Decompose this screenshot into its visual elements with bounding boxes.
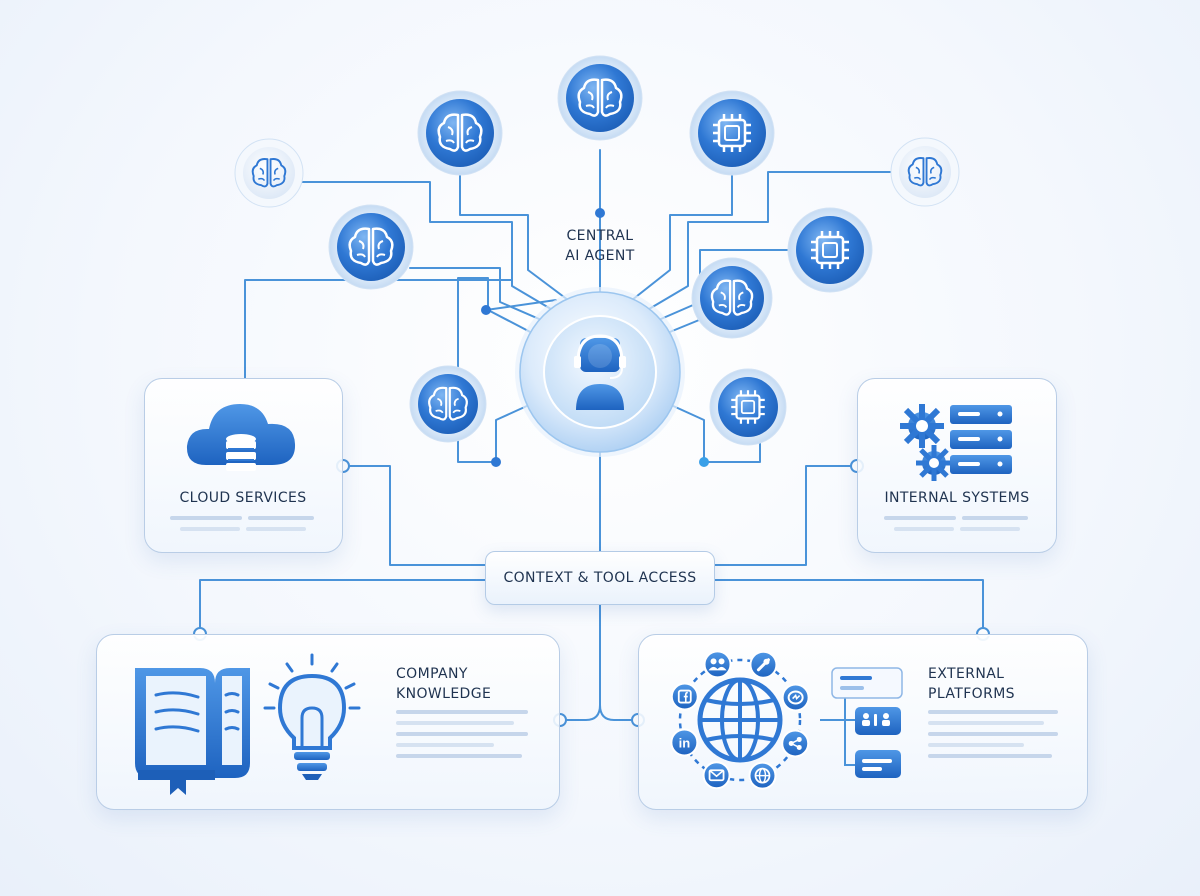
brain-icon	[577, 78, 623, 117]
cloud-services-panel[interactable]	[144, 378, 343, 553]
network-connectors	[199, 149, 984, 721]
satellite-node[interactable]	[328, 204, 414, 290]
dot	[491, 457, 501, 467]
chip-icon	[713, 114, 751, 152]
dot	[699, 457, 709, 467]
context-tool-access-hub[interactable]: CONTEXT & TOOL ACCESS	[485, 551, 715, 605]
connector-cloud-hub	[342, 465, 486, 566]
chip-icon	[731, 390, 765, 424]
connector-left-brain	[409, 267, 547, 323]
connector-hub-knowledge-side	[559, 604, 601, 721]
brain-icon	[907, 157, 943, 187]
brain-icon	[348, 227, 394, 266]
brain-icon	[428, 386, 468, 421]
satellite-node[interactable]	[691, 257, 773, 339]
central-agent-label: CENTRAL AI AGENT	[565, 228, 635, 264]
connector-upper-left	[459, 149, 569, 301]
satellite-node[interactable]	[787, 207, 873, 293]
satellite-node[interactable]	[557, 55, 643, 141]
satellite-node[interactable]	[409, 365, 487, 443]
central-agent-node	[515, 287, 685, 457]
connector-hub-external-side	[599, 704, 639, 721]
connector-inner-left	[457, 277, 537, 396]
satellite-node[interactable]	[890, 137, 960, 207]
satellite-node[interactable]	[689, 90, 775, 176]
connector-spur	[485, 299, 557, 311]
connector-cloud	[244, 279, 513, 379]
connector-far-left	[297, 181, 557, 313]
connector-upper-right	[631, 164, 733, 301]
satellite-node[interactable]	[709, 368, 787, 446]
satellite-node[interactable]	[234, 138, 304, 208]
connector-hub-knowledge	[199, 579, 486, 636]
agent-headset-icon	[574, 334, 626, 410]
connector-far-right	[643, 171, 897, 313]
satellite-node[interactable]	[417, 90, 503, 176]
external-platforms-title: EXTERNAL PLATFORMS	[928, 666, 1015, 702]
brain-icon	[437, 113, 483, 152]
connector-hub-external	[714, 579, 984, 636]
dot	[481, 305, 491, 315]
internal-systems-title: INTERNAL SYSTEMS	[884, 490, 1030, 506]
cloud-services-title: CLOUD SERVICES	[179, 490, 307, 506]
connector-internal-hub	[714, 465, 858, 566]
dot	[595, 208, 605, 218]
brain-icon	[710, 279, 754, 316]
internal-systems-panel[interactable]	[857, 378, 1057, 553]
company-knowledge-title: COMPANY KNOWLEDGE	[396, 666, 492, 702]
chip-icon	[811, 231, 849, 269]
satellite-nodes	[234, 55, 960, 446]
brain-icon	[251, 158, 287, 188]
